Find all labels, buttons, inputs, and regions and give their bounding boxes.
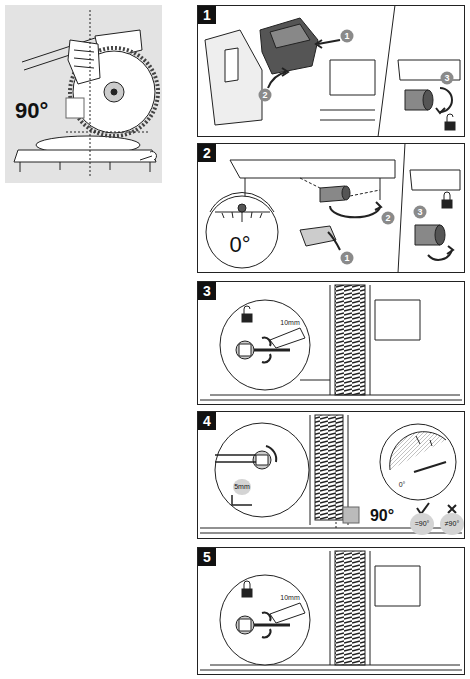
scale-value: 0° [398,480,407,489]
step-number: 2 [198,144,216,162]
angle-value: 90° [15,99,48,123]
wrench-size: 10mm [279,593,300,602]
step-number: 4 [198,412,216,430]
callout-number: 1 [341,252,354,265]
step-panel: 3 [197,281,465,405]
callout-number: 3 [441,72,454,85]
angle-value: 90° [368,507,396,525]
callout-number: 3 [414,206,427,219]
step-number: 3 [198,282,216,300]
step-number: 1 [198,6,216,24]
hex-key-size: 5mm [233,479,251,495]
callout-number: 2 [382,212,395,225]
step-panel: 5 [197,547,465,675]
angle-value: 0° [229,233,250,257]
check-fail: ≠90° [440,513,464,535]
wrench-size: 10mm [279,318,300,327]
callout-number: 2 [259,89,272,102]
step-panel: 1 [197,5,465,137]
callout-number: 1 [341,30,354,43]
overview-panel: 90° [5,5,162,183]
check-ok: =90° [410,513,434,535]
step-number: 5 [198,548,216,566]
